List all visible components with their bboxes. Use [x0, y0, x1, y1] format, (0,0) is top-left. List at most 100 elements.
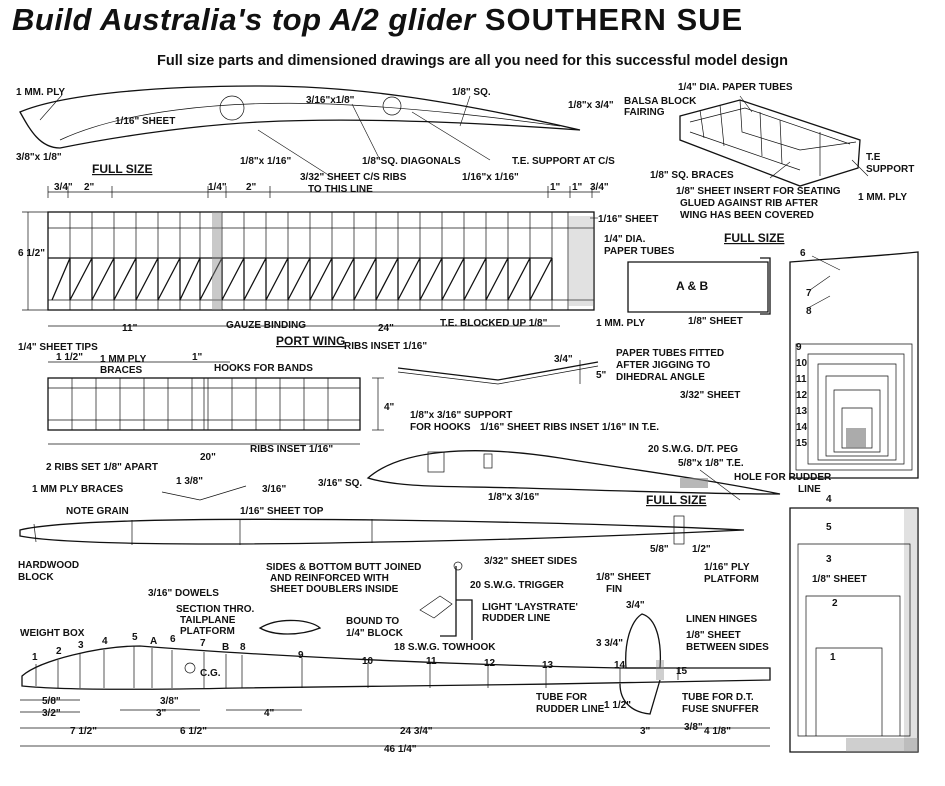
pw-dim-3: 2"	[246, 182, 257, 193]
rib-label-8: 3/32" SHEET C/S RIBS	[300, 172, 407, 183]
ft-dim-0: 5/8"	[650, 544, 669, 555]
cs-label-2: SUPPORT	[866, 164, 914, 175]
fs-label-13: BETWEEN SIDES	[686, 642, 769, 653]
ft-label-7: AND REINFORCED WITH	[270, 573, 389, 584]
former-4: 4	[826, 494, 832, 505]
former-5: 5	[826, 522, 832, 533]
former-8: 8	[806, 306, 812, 317]
fs-label-6: LIGHT 'LAYSTRATE'	[482, 602, 578, 613]
fs-dim-8: 3"	[640, 726, 651, 737]
tr-label-9: FULL SIZE	[646, 493, 706, 507]
tr-label-1: FOR HOOKS	[410, 422, 471, 433]
fs-dim-5: 7 1/2"	[70, 726, 97, 737]
tp-label-1: BRACES	[100, 365, 143, 376]
centre-section-detail: 1/4" DIA. PAPER TUBES T.E SUPPORT 1/8" S…	[650, 82, 914, 221]
station-13: 13	[542, 660, 554, 671]
tp-dim-2: 4"	[384, 402, 395, 413]
rib-label-9: TO THIS LINE	[308, 184, 373, 195]
pw-label-1: 1/4" DIA.	[604, 234, 646, 245]
fs-label-18: C.G.	[200, 668, 221, 679]
pw-dim-9: 24"	[378, 323, 394, 334]
fuselage-station-labels: 1 2 3 4 5 A 6 7 B 8 9 10 11 12 13 14 15	[32, 632, 688, 677]
tp-label-3: RIBS INSET 1/16"	[250, 444, 333, 455]
fs-label-12: 1/8" SHEET	[686, 630, 741, 641]
page-subtitle: Full size parts and dimensioned drawings…	[157, 53, 788, 69]
tr-label-5: HOLE FOR RUDDER	[734, 472, 832, 483]
wing-rib-section: 1 MM. PLY 3/16"x1/8" 1/8" SQ. 1/16" SHEE…	[16, 85, 697, 195]
rib-label-13: BALSA BLOCK	[624, 96, 697, 107]
rib-label-6: 1/8"x 1/16"	[240, 156, 291, 167]
fs-label-11: LINEN HINGES	[686, 614, 757, 625]
station-B: B	[222, 642, 229, 653]
fs-dim-14: 1 1/2"	[604, 700, 631, 711]
fa-label-1: A & B	[676, 279, 709, 293]
pw-label-8: 1/4" SHEET TIPS	[18, 342, 98, 353]
former-3: 3	[826, 554, 832, 565]
tailplane-plan: 1 1/2" 1" 4" 20" 1 MM PLY BRACES HOOKS F…	[46, 352, 395, 473]
fuselage-stations	[35, 646, 679, 688]
former-10: 10	[796, 358, 808, 369]
fs-dim-9: 3/8"	[684, 722, 703, 733]
formers-upper: FULL SIZE A & B 1/8" SHEET 6 7 8 9 10 11…	[627, 231, 919, 479]
former-14: 14	[796, 422, 808, 433]
station-6: 6	[170, 634, 176, 645]
ft-label-3: BLOCK	[18, 572, 54, 583]
ft-label-5: 3/16" DOWELS	[148, 588, 219, 599]
ft-label-8: SHEET DOUBLERS INSIDE	[270, 584, 399, 595]
pw-dim-5: 1"	[572, 182, 583, 193]
tr-label-2: 1/16" SHEET RIBS INSET 1/16" IN T.E.	[480, 422, 659, 433]
pw-label-6: PORT WING	[276, 334, 345, 348]
tp-label-4: 2 RIBS SET 1/8" APART	[46, 462, 158, 473]
ft-label-13: PLATFORM	[704, 574, 759, 585]
port-wing-ribs	[48, 212, 569, 310]
station-10: 10	[362, 656, 374, 667]
fs-dim-0: 5/8"	[42, 696, 61, 707]
rib-label-4: 3/8"x 1/8"	[16, 152, 62, 163]
fs-label-9: 1/8" SHEET	[596, 572, 651, 583]
pw-label-2: PAPER TUBES	[604, 246, 675, 257]
fs-label-2: TAILPLANE	[180, 615, 236, 626]
station-14: 14	[614, 660, 626, 671]
cs-label-4: 1/8" SHEET INSERT FOR SEATING	[676, 186, 841, 197]
tr-label-4: 5/8"x 1/8" T.E.	[678, 458, 744, 469]
tr-label-6: LINE	[798, 484, 821, 495]
cs-label-6: WING HAS BEEN COVERED	[680, 210, 814, 221]
rib-label-3: 1/16" SHEET	[115, 116, 175, 127]
pw-label-4: T.E. BLOCKED UP 1/8"	[440, 318, 548, 329]
tail-rib-section: 1/8"x 3/16" SUPPORT FOR HOOKS 1/16" SHEE…	[32, 410, 832, 507]
station-1: 1	[32, 652, 38, 663]
fs-dim-2: 3/8"	[160, 696, 179, 707]
rib-label-7: 1/8"SQ. DIAGONALS	[362, 156, 461, 167]
title-prefix: Build Australia's top A/2 glider	[12, 2, 476, 37]
ft-label-9: 20 S.W.G. TRIGGER	[470, 580, 565, 591]
fs-label-0: WEIGHT BOX	[20, 628, 85, 639]
rib-label-1: 3/16"x1/8"	[306, 95, 355, 106]
ft-label-1: 1/16" SHEET TOP	[240, 506, 324, 517]
cs-label-0: 1/4" DIA. PAPER TUBES	[678, 82, 793, 93]
fs-label-17: FUSE SNUFFER	[682, 704, 759, 715]
cs-label-5: GLUED AGAINST RIB AFTER	[680, 198, 819, 209]
dh-dim-1: 5"	[596, 370, 607, 381]
fa-label-2: 1/8" SHEET	[688, 316, 743, 327]
fs-label-5: 1/4" BLOCK	[346, 628, 404, 639]
pw-dim-7: 6 1/2"	[18, 248, 45, 259]
fb-label-0: 1/8" SHEET	[812, 574, 867, 585]
former-13: 13	[796, 406, 808, 417]
ft-label-4: 3/32" SHEET SIDES	[484, 556, 577, 567]
ft-label-2: HARDWOOD	[18, 560, 79, 571]
dh-label-2: DIHEDRAL ANGLE	[616, 372, 705, 383]
fuselage-side-view: C.G. WEIGHT BOX	[20, 613, 771, 715]
formers-lower: 4 5 3 2 1 1/8" SHEET	[789, 494, 919, 753]
fs-label-1: SECTION THRO.	[176, 604, 255, 615]
fs-dim-12: 3/4"	[626, 600, 645, 611]
page-title: Build Australia's top A/2 glider SOUTHER…	[12, 2, 937, 38]
station-A: A	[150, 636, 157, 647]
fs-dim-10: 4 1/8"	[704, 726, 731, 737]
station-7: 7	[200, 638, 206, 649]
ft-label-0: NOTE GRAIN	[66, 506, 129, 517]
station-11: 11	[426, 656, 437, 667]
fs-label-10: FIN	[606, 584, 622, 595]
former-11: 11	[796, 374, 807, 385]
station-4: 4	[102, 636, 108, 647]
